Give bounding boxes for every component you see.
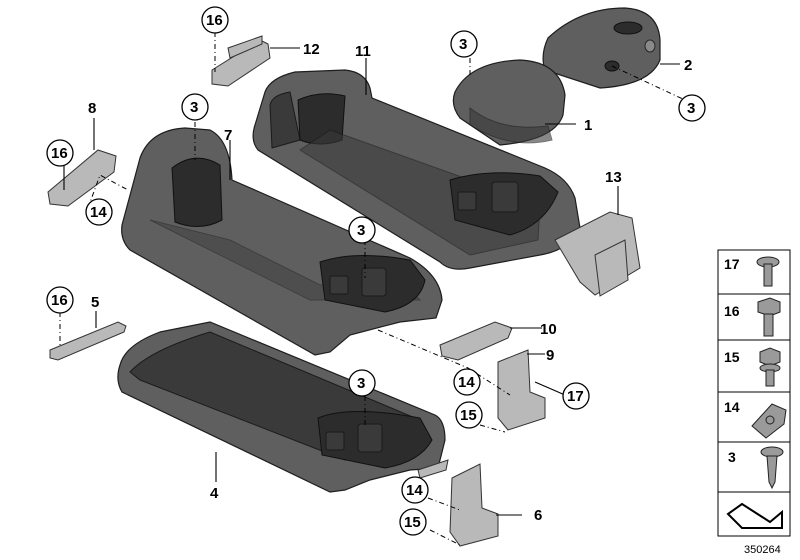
part-cover-cap-front — [452, 59, 566, 146]
part-armrest-tray-upper — [252, 69, 581, 270]
callout-17[interactable]: 17 — [562, 382, 590, 410]
svg-text:6: 6 — [534, 507, 542, 524]
fastener-legend: 17 16 15 14 — [717, 249, 791, 537]
callout-12[interactable]: 12 — [303, 41, 320, 58]
svg-text:10: 10 — [540, 321, 557, 338]
callout-3-tray-upper[interactable]: 3 — [348, 216, 376, 244]
legend-row-16[interactable]: 16 — [717, 293, 791, 341]
callout-7[interactable]: 7 — [224, 127, 232, 144]
svg-text:16: 16 — [206, 12, 223, 29]
callout-14-hinge-9[interactable]: 14 — [453, 368, 481, 396]
callout-3-tray-lower[interactable]: 3 — [348, 369, 376, 397]
svg-text:3: 3 — [357, 375, 365, 392]
part-bracket-10 — [439, 321, 513, 361]
callout-8[interactable]: 8 — [88, 100, 96, 117]
svg-text:3: 3 — [687, 100, 695, 117]
svg-text:3: 3 — [459, 36, 467, 53]
legend-row-14[interactable]: 14 — [717, 391, 791, 443]
svg-text:14: 14 — [458, 374, 475, 391]
svg-text:4: 4 — [210, 485, 219, 502]
svg-text:8: 8 — [88, 100, 96, 117]
callout-3-tray-middle[interactable]: 3 — [181, 93, 209, 121]
torx-screw-icon — [756, 256, 780, 287]
part-bracket-5 — [49, 321, 127, 361]
svg-text:14: 14 — [724, 399, 740, 415]
svg-text:16: 16 — [51, 145, 68, 162]
callout-15-hinge-6[interactable]: 15 — [399, 508, 427, 536]
callout-1[interactable]: 1 — [584, 117, 592, 134]
callout-4[interactable]: 4 — [210, 485, 219, 502]
callout-15-hinge-9[interactable]: 15 — [455, 401, 483, 429]
legend-row-3[interactable]: 3 — [717, 441, 791, 493]
svg-text:12: 12 — [303, 41, 320, 58]
part-cover-cap-rear — [542, 7, 661, 89]
callout-5[interactable]: 5 — [91, 294, 99, 311]
svg-text:17: 17 — [567, 388, 584, 405]
svg-text:3: 3 — [728, 449, 736, 465]
legend-row-arrow — [717, 491, 791, 537]
leader-lines — [59, 32, 686, 546]
svg-text:15: 15 — [460, 407, 477, 424]
callout-14-hinge-6[interactable]: 14 — [401, 476, 429, 504]
svg-text:13: 13 — [605, 169, 622, 186]
callout-9[interactable]: 9 — [546, 347, 554, 364]
svg-text:1: 1 — [584, 117, 592, 134]
part-hinge-6 — [417, 459, 499, 547]
svg-text:17: 17 — [724, 256, 740, 272]
legend-row-17[interactable]: 17 — [717, 249, 791, 295]
part-armrest-tray-middle — [121, 127, 443, 356]
callout-16-bracket-12[interactable]: 16 — [201, 6, 229, 34]
part-armrest-tray-lower — [117, 321, 446, 493]
callout-16-bracket-8[interactable]: 16 — [46, 139, 74, 167]
svg-text:7: 7 — [224, 127, 232, 144]
svg-text:2: 2 — [684, 57, 692, 74]
direction-arrow-icon — [726, 502, 783, 529]
svg-text:15: 15 — [404, 514, 421, 531]
part-bracket-8 — [47, 149, 117, 207]
part-hinge-13 — [554, 211, 641, 297]
callout-11[interactable]: 11 — [355, 43, 371, 60]
svg-text:14: 14 — [90, 204, 107, 221]
callout-16-bracket-5[interactable]: 16 — [46, 286, 74, 314]
callout-2[interactable]: 2 — [684, 57, 692, 74]
svg-text:16: 16 — [51, 292, 68, 309]
clip-nut-icon — [751, 403, 787, 439]
callout-14-bracket-8[interactable]: 14 — [85, 198, 113, 226]
svg-text:11: 11 — [355, 43, 371, 60]
svg-text:14: 14 — [406, 482, 423, 499]
callout-6[interactable]: 6 — [534, 507, 542, 524]
hex-bolt-icon — [757, 297, 781, 337]
callout-13[interactable]: 13 — [605, 169, 622, 186]
svg-text:5: 5 — [91, 294, 99, 311]
legend-row-15[interactable]: 15 — [717, 339, 791, 393]
svg-text:3: 3 — [190, 99, 198, 116]
sheet-metal-screw-icon — [760, 446, 784, 490]
callout-10[interactable]: 10 — [540, 321, 557, 338]
part-bracket-12 — [211, 35, 271, 87]
callout-3-cap-rear[interactable]: 3 — [678, 94, 706, 122]
svg-text:3: 3 — [357, 222, 365, 239]
diagram-id: 350264 — [744, 544, 781, 556]
callout-3-cap-front[interactable]: 3 — [450, 30, 478, 58]
svg-text:15: 15 — [724, 349, 740, 365]
hex-flange-screw-icon — [759, 347, 781, 387]
part-hinge-9 — [497, 349, 546, 431]
svg-text:9: 9 — [546, 347, 554, 364]
svg-text:16: 16 — [724, 303, 740, 319]
